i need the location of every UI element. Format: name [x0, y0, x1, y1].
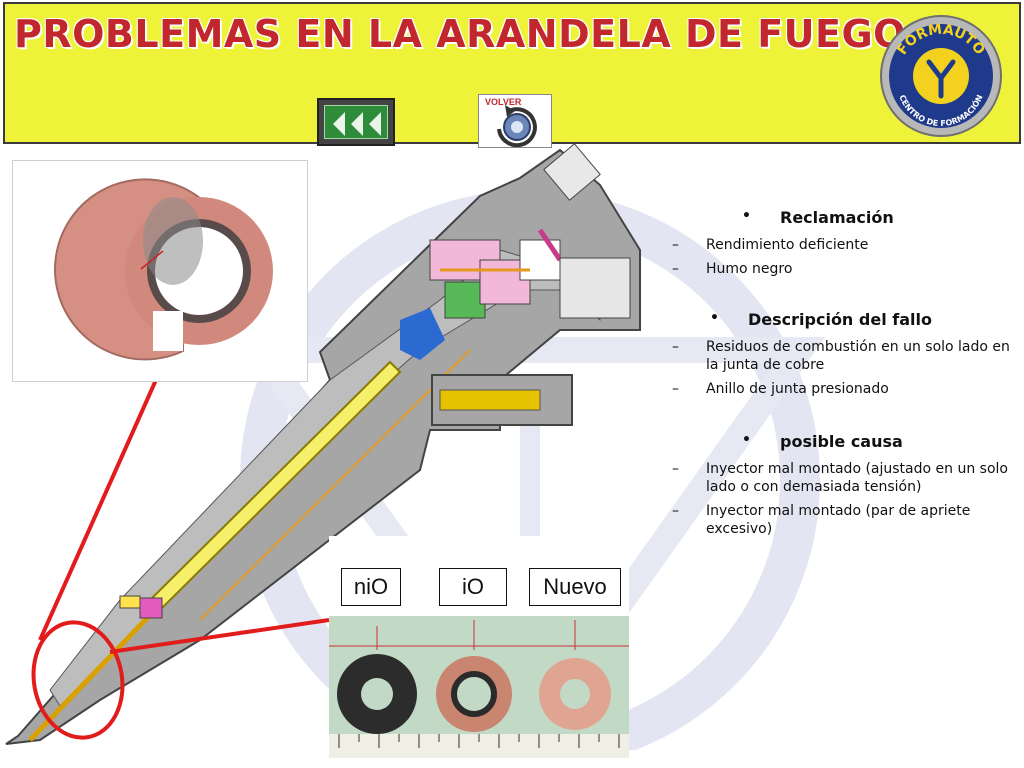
return-arrow-icon	[497, 105, 537, 147]
volver-button[interactable]: VOLVER	[478, 94, 552, 148]
section-heading: Reclamación	[780, 208, 894, 227]
list-item: –Residuos de combustión en un solo lado …	[672, 339, 1010, 373]
annotation-line-to-comparison	[109, 618, 330, 654]
list-item: –Rendimiento deficiente	[672, 237, 869, 253]
formauto-logo: FORMAUTO CENTRO DE FORMACIÓN	[880, 15, 1002, 137]
bullet: •	[710, 310, 719, 326]
list-item: –Anillo de junta presionado	[672, 381, 889, 397]
section-heading: posible causa	[780, 432, 903, 451]
bullet: •	[742, 432, 751, 448]
label-io: iO	[439, 568, 507, 606]
list-item: –Inyector mal montado (ajustado en un so…	[672, 461, 1008, 495]
label-nuevo: Nuevo	[529, 568, 621, 606]
triple-chevron-left-icon	[333, 112, 381, 136]
volver-label: VOLVER	[485, 97, 522, 107]
comparison-photo-strip	[329, 616, 629, 758]
label-nio: niO	[341, 568, 401, 606]
bullet: •	[742, 208, 751, 224]
washer-io	[436, 656, 512, 732]
nozzle-highlight-circle	[31, 620, 125, 740]
damaged-washer-photo	[12, 160, 308, 382]
back-button[interactable]	[317, 98, 395, 146]
list-item: –Inyector mal montado (par de apriete ex…	[672, 503, 971, 537]
section-descripcion: • Descripción del fallo –Residuos de com…	[660, 310, 1020, 398]
header-banner: PROBLEMAS EN LA ARANDELA DE FUEGO VOLVER	[3, 2, 1021, 148]
section-heading: Descripción del fallo	[748, 310, 932, 329]
washer-comparison-photo: niO iO Nuevo	[329, 536, 629, 758]
page-title: PROBLEMAS EN LA ARANDELA DE FUEGO	[14, 12, 906, 56]
washer-nuevo	[539, 658, 611, 730]
section-posible-causa: • posible causa –Inyector mal montado (a…	[660, 432, 1020, 538]
section-reclamacion: • Reclamación –Rendimiento deficiente –H…	[660, 208, 1020, 278]
washer-nio	[337, 654, 417, 734]
list-item: –Humo negro	[672, 261, 793, 277]
annotation-arrow-to-washer	[38, 343, 174, 641]
